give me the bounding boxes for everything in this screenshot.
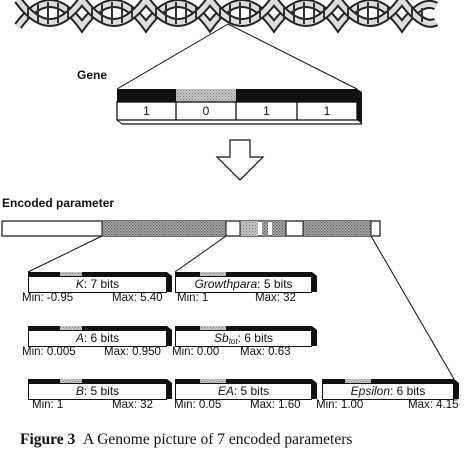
parameter-box-tops xyxy=(28,272,459,399)
parameter-box-k: K: 7 bits xyxy=(28,276,167,293)
callout-lines xyxy=(27,235,455,380)
gene-zoom-lines xyxy=(116,23,358,90)
parameter-bits: : 5 bits xyxy=(83,384,120,398)
encoded-parameter-label: Encoded parameter xyxy=(2,196,115,210)
parameter-max: Max: 1.60 xyxy=(250,399,301,411)
parameter-bits: : 6 bits xyxy=(390,384,426,398)
gene-label: Gene xyxy=(77,68,108,82)
parameter-name: Sb xyxy=(214,331,229,345)
parameter-box-epsilon: Epsilon: 6 bits xyxy=(322,383,454,400)
parameter-name: Epsilon xyxy=(350,384,390,398)
parameter-min: Min: 1 xyxy=(32,399,64,411)
parameter-min: Min: 0.00 xyxy=(172,346,220,358)
parameter-min: Min: 1 xyxy=(177,292,209,304)
parameter-name: A xyxy=(75,331,84,345)
parameter-bits: : 6 bits xyxy=(237,331,273,345)
parameter-name: EA xyxy=(217,384,234,398)
parameter-bits: : 6 bits xyxy=(83,331,120,345)
parameter-name: K xyxy=(75,277,84,291)
parameter-bits: : 5 bits xyxy=(257,277,293,291)
gene-box xyxy=(116,89,362,125)
parameter-max: Max: 0.950 xyxy=(104,346,161,358)
down-arrow-icon xyxy=(215,139,265,181)
parameter-max: Max: 5.40 xyxy=(112,292,163,304)
gene-box-side xyxy=(357,89,362,124)
parameter-name: Growthpara xyxy=(194,277,258,291)
parameter-max: Max: 32 xyxy=(112,399,153,411)
parameter-bits: : 7 bits xyxy=(83,277,120,291)
dna-helix-icon xyxy=(14,0,439,34)
parameter-box-a: A: 6 bits xyxy=(28,330,167,347)
parameter-box-b: B: 5 bits xyxy=(28,383,167,400)
parameter-min: Min: 1.00 xyxy=(316,399,364,411)
parameter-max: Max: 32 xyxy=(255,292,296,304)
gene-dark-segment-right xyxy=(236,89,357,102)
caption-text: A Genome picture of 7 encoded parameters xyxy=(83,431,353,448)
gene-bit-2: 0 xyxy=(202,104,210,118)
gene-stipple-segment xyxy=(176,89,236,102)
encoded-parameter-bar xyxy=(1,220,381,237)
parameter-max: Max: 4.15 xyxy=(408,399,459,411)
parameter-box-growthpara: Growthpara: 5 bits xyxy=(175,276,312,293)
parameter-bits: : 5 bits xyxy=(233,384,270,398)
parameter-min: Min: 0.005 xyxy=(22,346,76,358)
parameter-name-subscript: tot xyxy=(228,337,238,346)
parameter-min: Min: -0.95 xyxy=(22,292,74,304)
caption-label: Figure 3 xyxy=(20,431,76,448)
gene-dark-segment xyxy=(117,89,176,102)
parameter-box-ea: EA: 5 bits xyxy=(175,383,312,400)
parameter-min: Min: 0.05 xyxy=(174,399,222,411)
parameter-name: B xyxy=(75,384,84,398)
parameter-box-sbtot: Sbtot: 6 bits xyxy=(175,330,312,347)
parameter-max: Max: 0.63 xyxy=(240,346,291,358)
gene-bit-3: 1 xyxy=(263,104,270,118)
figure-caption: Figure 3 A Genome picture of 7 encoded p… xyxy=(20,431,352,449)
gene-bit-4: 1 xyxy=(323,104,331,118)
gene-bit-1: 1 xyxy=(143,104,150,118)
